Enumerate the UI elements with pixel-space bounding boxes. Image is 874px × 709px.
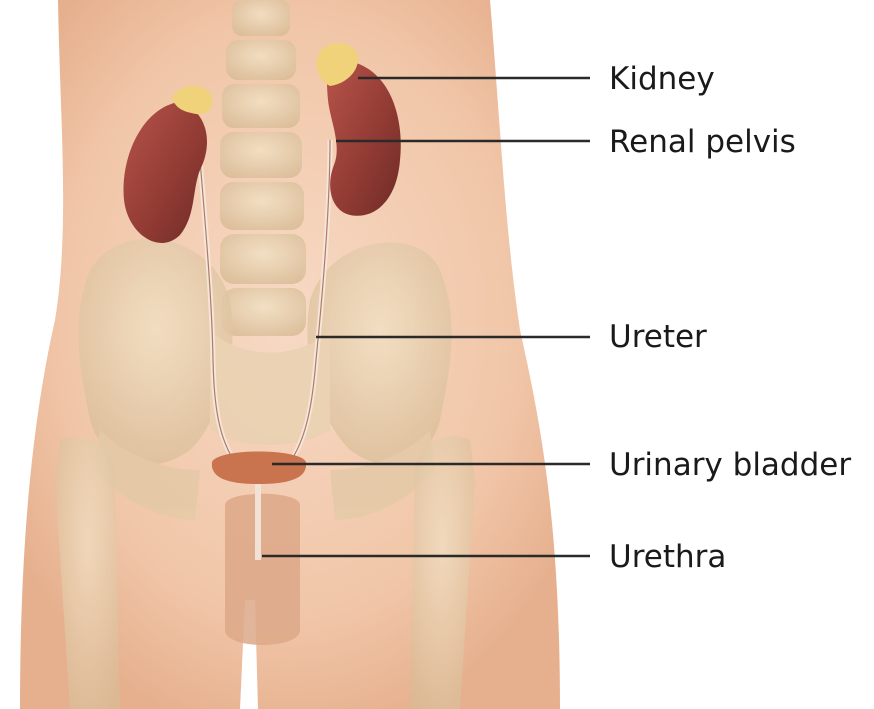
urinary-bladder: [212, 452, 306, 485]
ureter-label: Ureter: [609, 318, 707, 356]
kidney-label: Kidney: [609, 60, 715, 98]
urethra-label: Urethra: [609, 538, 726, 576]
urinary-bladder-label: Urinary bladder: [609, 446, 851, 484]
penis: [225, 494, 300, 645]
renal-pelvis-label: Renal pelvis: [609, 123, 796, 161]
